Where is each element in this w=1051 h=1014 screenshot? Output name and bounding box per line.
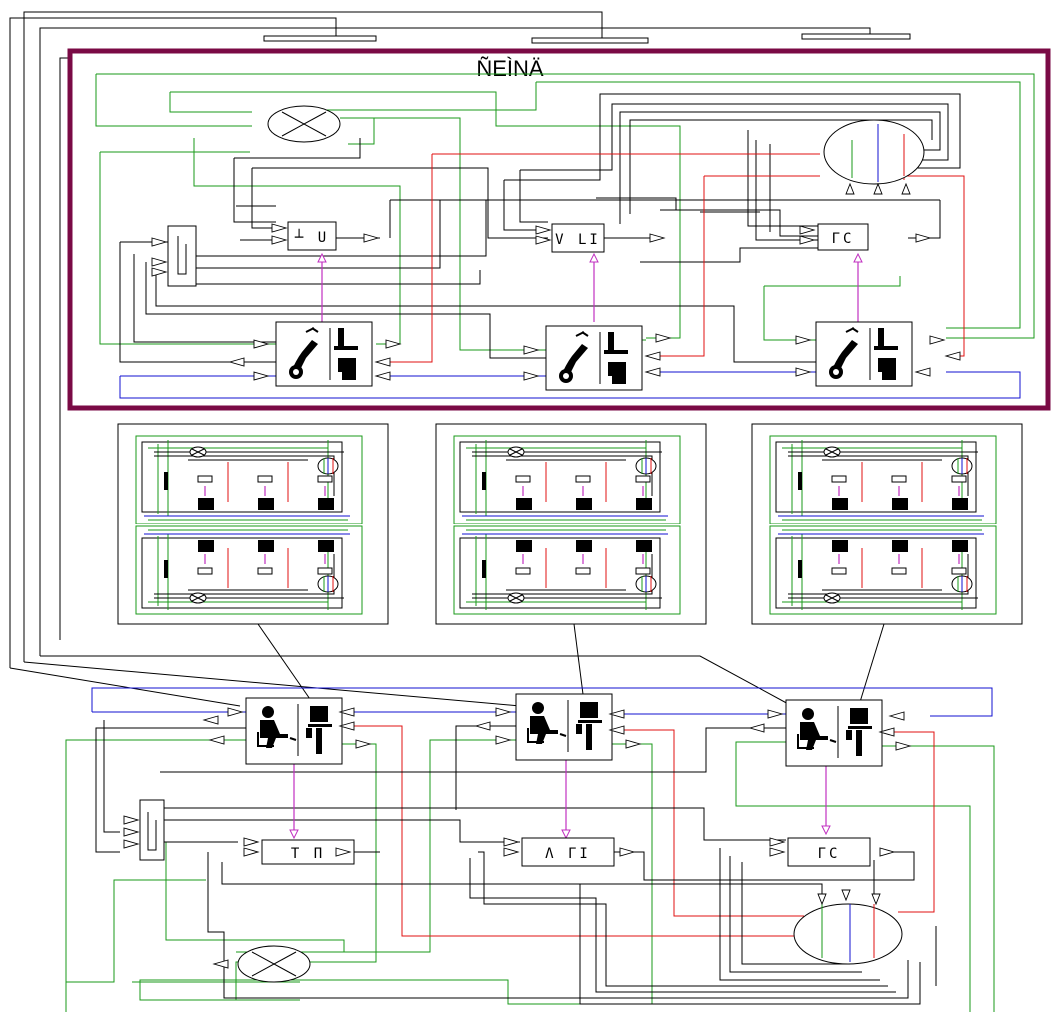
magenta-links-top (317, 252, 863, 330)
top-feed-lines (9, 11, 911, 668)
bottom-sensor-ellipse (793, 889, 903, 965)
bottom-block-3-label: ГС (818, 846, 841, 862)
operator-workstation-icon (785, 699, 883, 767)
bottom-block-3: ГС (769, 837, 895, 867)
robot-arm-icon (275, 321, 373, 387)
top-block-3-label: ГС (832, 231, 855, 247)
top-block-1: ┴ U (271, 221, 379, 251)
bottom-block-1: T П (243, 837, 355, 865)
top-block-2: V LI (535, 223, 665, 253)
bottom-vertical-switch (123, 799, 165, 861)
bottom-red-wiring (340, 725, 935, 958)
bottom-block-2: Λ ГI (503, 837, 635, 867)
top-mixer (267, 105, 341, 143)
top-block-3: ГС (799, 223, 931, 251)
operator-workstation-icon (515, 693, 613, 761)
robot-arm-icon (815, 321, 913, 387)
magenta-links-bottom (289, 760, 831, 840)
thumbnail-panel-1 (117, 423, 389, 625)
bottom-black-wiring (95, 720, 937, 1005)
thumbnail-connectors (9, 623, 885, 707)
thumbnail-panel-2 (435, 423, 707, 625)
bottom-mixer (213, 945, 311, 983)
bottom-operator-unit-1 (203, 697, 371, 765)
top-block-2-label: V LI (555, 232, 601, 248)
operator-workstation-icon (245, 697, 343, 765)
thumbnail-panel-3 (751, 423, 1023, 625)
robot-arm-icon (545, 325, 643, 391)
bottom-green-wiring (65, 739, 995, 1012)
bottom-operator-unit-3 (749, 699, 911, 767)
top-block-1-label: ┴ U (294, 229, 329, 246)
diagram-title: ÑEÌNÄ (476, 56, 544, 81)
top-sensor-ellipse (823, 119, 925, 195)
bottom-block-2-label: Λ ГI (545, 846, 591, 862)
bottom-block-1-label: T П (291, 846, 325, 862)
green-wiring-top (95, 73, 1035, 351)
top-vertical-switch (151, 225, 197, 287)
